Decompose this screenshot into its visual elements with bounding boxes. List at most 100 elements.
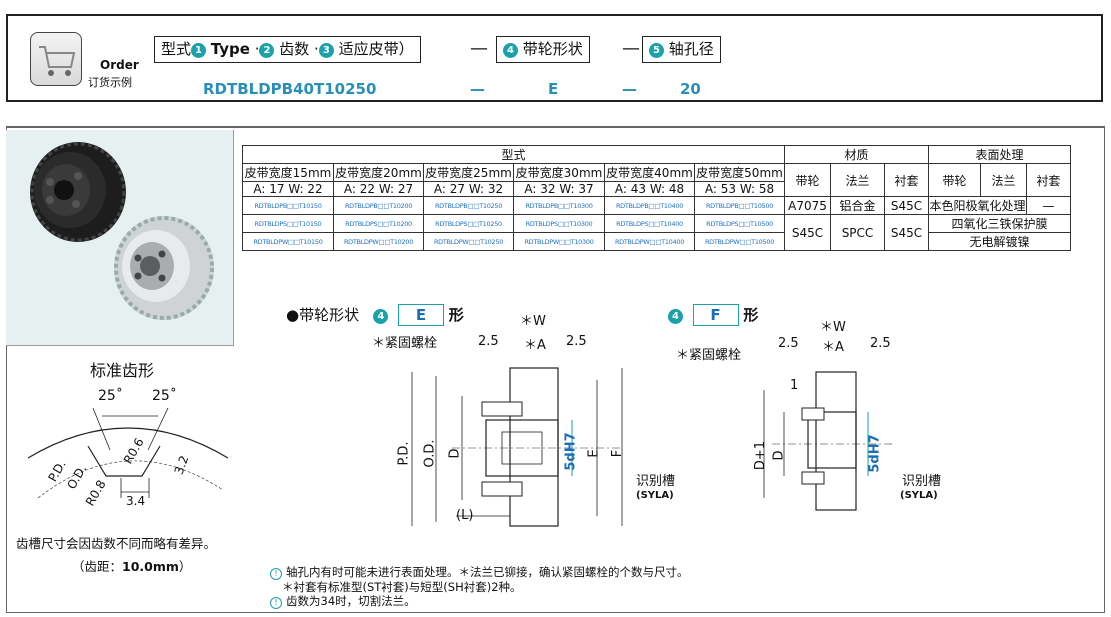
- dim-a: ＊A: [822, 340, 844, 355]
- example-code: RDTBLDPB40T10250: [203, 80, 377, 98]
- code-cell: RDTBLDPB□□T10500: [694, 196, 785, 215]
- angle-label: 25˚: [152, 388, 177, 404]
- surf-cell: —: [1026, 196, 1071, 215]
- code-cell: RDTBLDPS□□T10250: [423, 214, 514, 233]
- mat-cell: S45C: [884, 214, 929, 251]
- dim-f: F: [610, 449, 626, 458]
- groove-label: 识别槽: [902, 474, 942, 489]
- width-25: 皮带宽度25mm: [423, 163, 514, 182]
- dim-d: D: [447, 448, 463, 459]
- aw-50: A: 53 W: 58: [694, 181, 785, 197]
- dim-one: 1: [790, 378, 799, 393]
- shape-f-box: F: [692, 304, 739, 326]
- width-40: 皮带宽度40mm: [604, 163, 695, 182]
- surf-flange: 法兰: [980, 163, 1027, 197]
- groove-label: 识别槽: [636, 474, 676, 489]
- aw-25: A: 27 W: 32: [423, 181, 514, 197]
- width-20: 皮带宽度20mm: [333, 163, 424, 182]
- code-cell: RDTBLDPS□□T10200: [333, 214, 424, 233]
- mat-cell: 铝合金: [830, 196, 885, 215]
- divider: [6, 126, 1105, 128]
- screw-label: ＊紧固螺栓: [372, 336, 438, 351]
- example-sep: —: [470, 80, 485, 98]
- dim-25: 2.5: [870, 336, 891, 351]
- code-cell: RDTBLDPW□□T10250: [423, 232, 514, 251]
- code-cell: RDTBLDPB□□T10300: [513, 196, 605, 215]
- code-cell: RDTBLDPW□□T10200: [333, 232, 424, 251]
- divider: [6, 128, 7, 612]
- shape-e-drawing: [411, 367, 623, 527]
- number-4-icon: 4: [373, 309, 389, 324]
- shape-f-drawing: [763, 371, 892, 511]
- separator: —: [470, 38, 488, 59]
- groove-sub: (SYLA): [636, 490, 674, 501]
- spec-table: 型式 材质 表面处理 皮带宽度15mm 皮带宽度20mm 皮带宽度25mm 皮带…: [242, 145, 1071, 251]
- shopping-cart-icon: [30, 32, 82, 86]
- code-cell: RDTBLDPB□□T10250: [423, 196, 514, 215]
- mat-cell: S45C: [884, 196, 929, 215]
- surf-pulley: 带轮: [928, 163, 981, 197]
- aw-20: A: 22 W: 27: [333, 181, 424, 197]
- dim-bore: 5dH7: [563, 432, 579, 471]
- surf-cell: 四氧化三铁保护膜: [928, 214, 1071, 233]
- notes: !轴孔内有时可能未进行表面处理。＊法兰已铆接，确认紧固螺栓的个数与尺寸。 ＊衬套…: [270, 565, 689, 609]
- mat-cell: SPCC: [830, 214, 885, 251]
- surf-cell: 本色阳极氧化处理: [928, 196, 1027, 215]
- screw-label: ＊紧固螺栓: [676, 348, 742, 363]
- header-surface: 表面处理: [928, 145, 1071, 164]
- header-material: 材质: [784, 145, 929, 164]
- order-subtitle: 订货示例: [88, 76, 132, 89]
- tooth-profile-diagram: [27, 407, 229, 499]
- separator: —: [622, 38, 640, 59]
- bulb-icon: !: [270, 597, 282, 609]
- aw-40: A: 43 W: 48: [604, 181, 695, 197]
- note-item: ＊衬套有标准型(ST衬套)与短型(SH衬套)2种。: [282, 580, 522, 594]
- dim-25: 2.5: [478, 334, 499, 349]
- angle-label: 25˚: [98, 388, 123, 404]
- code-cell: RDTBLDPB□□T10200: [333, 196, 424, 215]
- code-cell: RDTBLDPB□□T10150: [242, 196, 334, 215]
- code-cell: RDTBLDPS□□T10150: [242, 214, 334, 233]
- code-cell: RDTBLDPS□□T10300: [513, 214, 605, 233]
- example-sep: —: [622, 80, 637, 98]
- divider: [1104, 128, 1105, 612]
- dim-a: ＊A: [524, 338, 546, 353]
- shape-f-heading: 4 F 形: [668, 304, 758, 326]
- number-4-icon: 4: [668, 309, 683, 324]
- surf-bush: 衬套: [1026, 163, 1071, 197]
- surf-cell: 无电解镀镍: [928, 232, 1071, 251]
- code-cell: RDTBLDPB□□T10400: [604, 196, 695, 215]
- dim-25: 2.5: [778, 336, 799, 351]
- dim-25: 2.5: [566, 334, 587, 349]
- dim-d: D: [771, 450, 787, 461]
- mat-cell: A7075: [784, 196, 831, 215]
- order-title: Order: [100, 58, 139, 72]
- order-shape-box: 4 带轮形状: [496, 36, 590, 63]
- aw-15: A: 17 W: 22: [242, 181, 334, 197]
- number-5-icon: 5: [649, 43, 664, 58]
- code-cell: RDTBLDPW□□T10500: [694, 232, 785, 251]
- code-cell: RDTBLDPW□□T10400: [604, 232, 695, 251]
- code-cell: RDTBLDPS□□T10500: [694, 214, 785, 233]
- mat-cell: S45C: [784, 214, 831, 251]
- dim-pd: P.D.: [396, 441, 412, 466]
- mat-flange: 法兰: [830, 163, 885, 197]
- tooth-profile-title: 标准齿形: [90, 361, 155, 380]
- tooth-pitch: （齿距：10.0mm）: [72, 559, 192, 574]
- dim-bore: 5dH7: [867, 434, 883, 473]
- number-2-icon: 2: [259, 43, 275, 58]
- pulley-image: [30, 142, 214, 320]
- dim-od: O.D.: [422, 439, 438, 468]
- order-bore-box: 5 轴孔径: [642, 36, 721, 63]
- number-1-icon: 1: [191, 43, 207, 58]
- code-cell: RDTBLDPW□□T10300: [513, 232, 605, 251]
- code-cell: RDTBLDPW□□T10150: [242, 232, 334, 251]
- mat-pulley: 带轮: [784, 163, 831, 197]
- note-item: !齿数为34时，切割法兰。: [270, 594, 689, 609]
- width-50: 皮带宽度50mm: [694, 163, 785, 182]
- number-3-icon: 3: [318, 43, 334, 58]
- width-15: 皮带宽度15mm: [242, 163, 334, 182]
- product-photo: [6, 130, 234, 346]
- groove-sub: (SYLA): [900, 490, 938, 501]
